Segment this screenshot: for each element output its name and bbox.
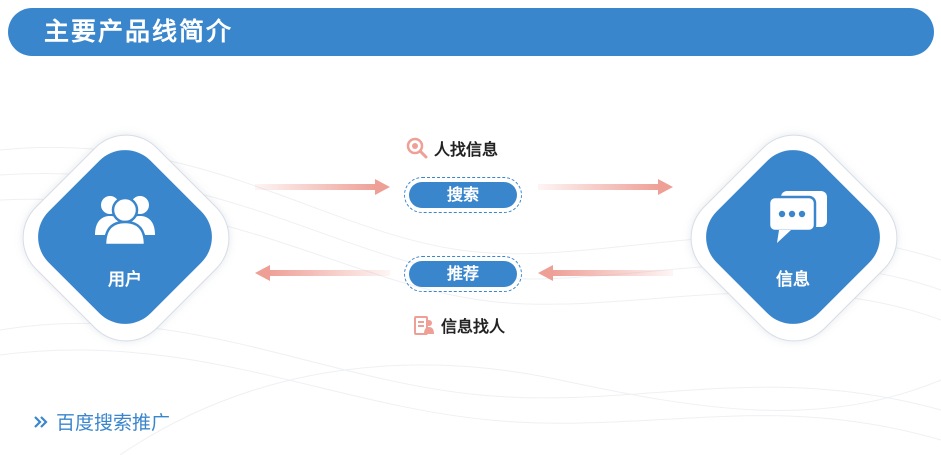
arrow-recommend-to-user bbox=[255, 265, 390, 281]
search-button[interactable]: 搜索 bbox=[404, 177, 522, 213]
search-caption: 人找信息 bbox=[406, 136, 498, 160]
arrow-user-to-search bbox=[255, 179, 390, 195]
recommend-caption-text: 信息找人 bbox=[441, 317, 506, 336]
users-icon bbox=[95, 196, 155, 247]
double-chevron-right-icon bbox=[34, 415, 48, 428]
footer-link-label: 百度搜索推广 bbox=[56, 412, 171, 434]
chat-bubbles-icon bbox=[767, 191, 827, 243]
recommend-button-label: 推荐 bbox=[409, 261, 517, 287]
search-caption-text: 人找信息 bbox=[434, 140, 499, 159]
arrow-search-to-info bbox=[538, 179, 673, 195]
user-node: 用户 bbox=[4, 116, 248, 360]
baidu-search-promotion-link[interactable]: 百度搜索推广 bbox=[34, 408, 170, 435]
title-bar: 主要产品线简介 bbox=[8, 8, 934, 56]
search-button-label: 搜索 bbox=[409, 182, 517, 208]
page-title: 主要产品线简介 bbox=[44, 17, 234, 46]
search-magnifier-icon bbox=[406, 137, 428, 159]
recommend-button[interactable]: 推荐 bbox=[404, 256, 522, 292]
recommend-caption: 信息找人 bbox=[413, 313, 505, 337]
info-node-label: 信息 bbox=[776, 270, 810, 290]
document-person-icon bbox=[414, 316, 434, 335]
user-node-label: 用户 bbox=[108, 270, 142, 290]
info-node: 信息 bbox=[672, 116, 916, 360]
arrow-info-to-recommend bbox=[538, 265, 673, 281]
